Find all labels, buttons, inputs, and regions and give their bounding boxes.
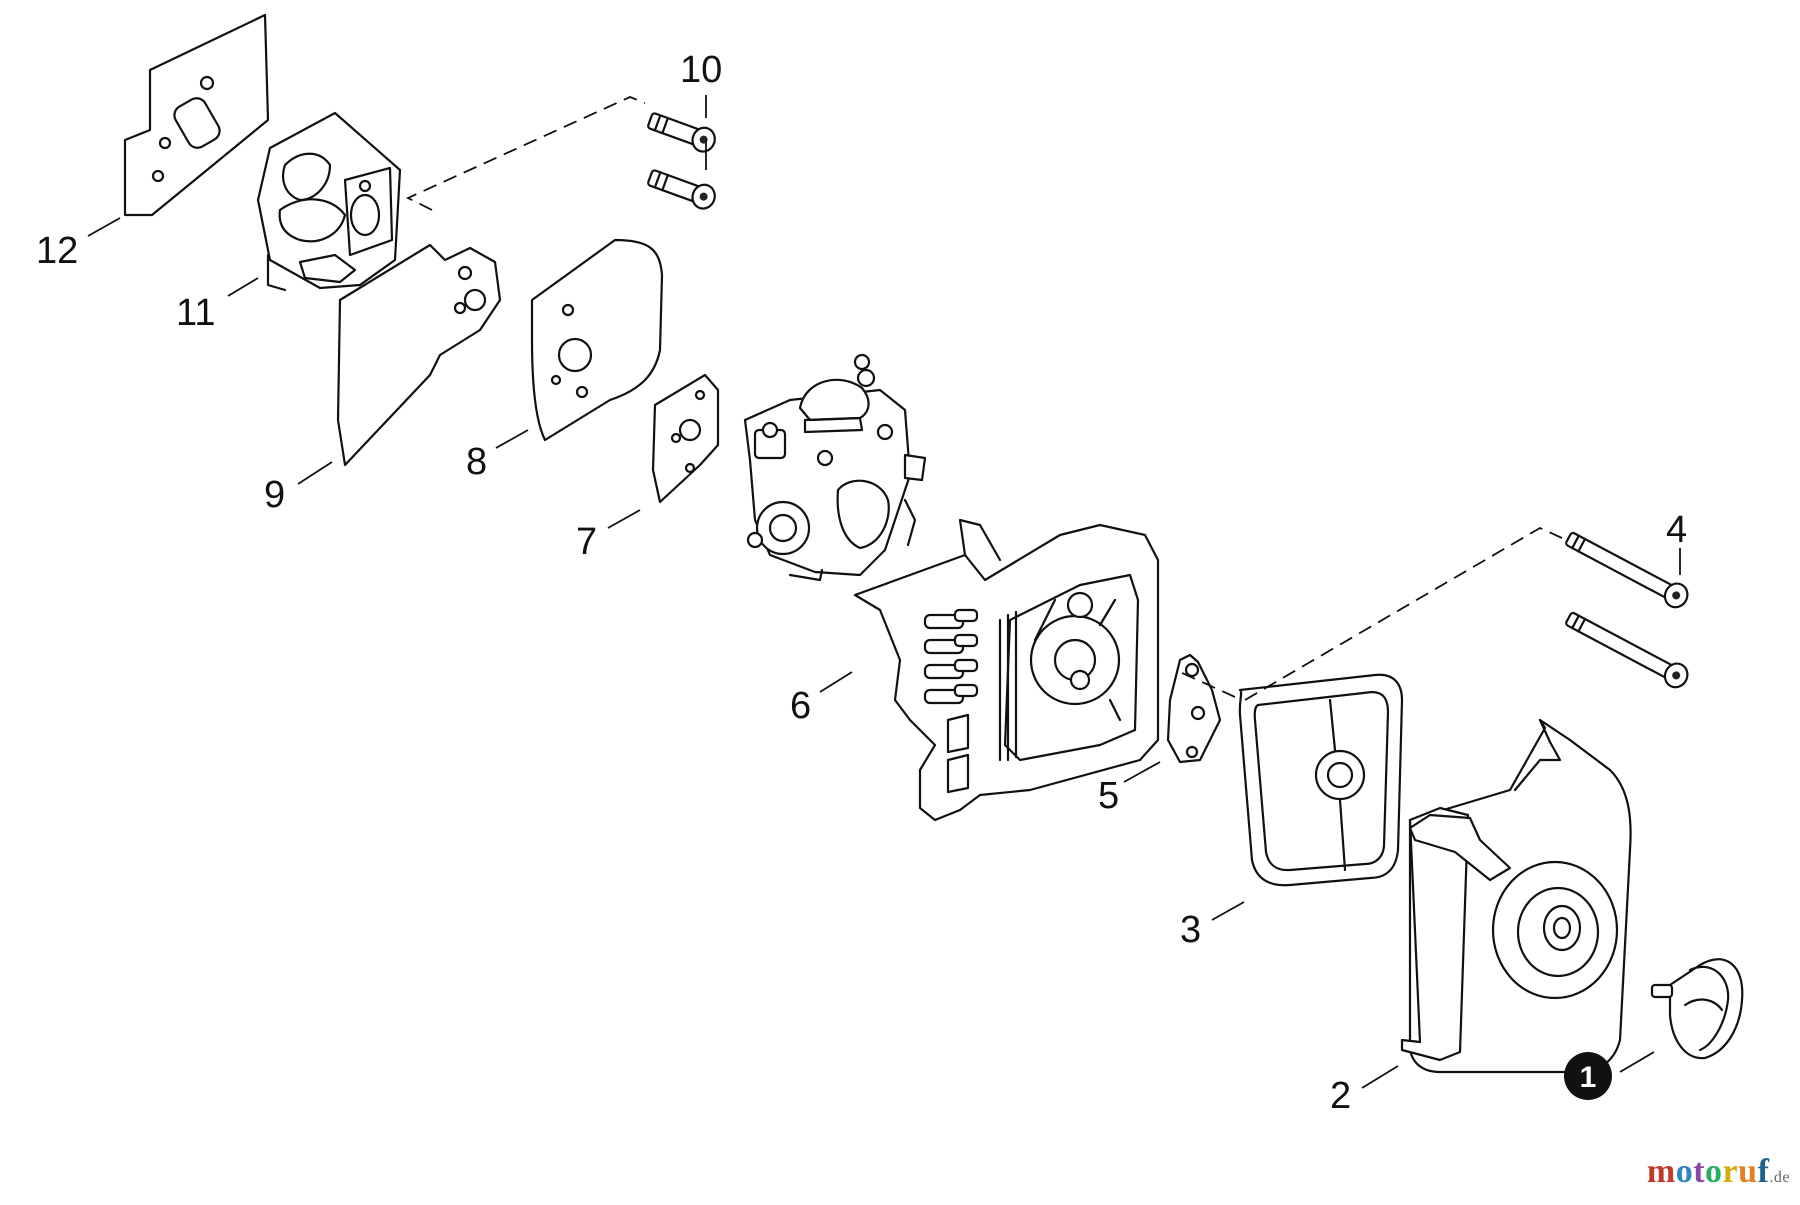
callout-1: 1	[1580, 1061, 1597, 1094]
callout-1-badge: 1	[1564, 1052, 1612, 1100]
part-2-air-cleaner-cover	[1400, 718, 1632, 1074]
part-6-air-cleaner-base	[853, 518, 1160, 822]
logo-letter: m	[1646, 1153, 1676, 1190]
part-9-gasket	[336, 243, 502, 467]
assembly-line-4	[1179, 526, 1563, 701]
callout-8: 8	[466, 441, 487, 483]
part-7-carburetor-gasket	[651, 373, 720, 504]
callout-6: 6	[790, 685, 811, 727]
logo-letter: r	[1722, 1153, 1739, 1190]
part-3-air-filter	[1238, 673, 1404, 887]
part-10-screws	[647, 112, 716, 210]
part-1-knob	[1650, 958, 1744, 1060]
callout-12: 12	[36, 230, 78, 272]
part-8-filter-plate	[530, 238, 664, 442]
callout-7: 7	[576, 521, 597, 563]
logo-letter: u	[1738, 1153, 1758, 1190]
callout-3: 3	[1180, 909, 1201, 951]
callout-4: 4	[1666, 509, 1687, 551]
assembly-line-10	[405, 96, 646, 211]
callout-5: 5	[1098, 775, 1119, 817]
leader-lines	[87, 95, 1681, 1089]
logo-letter: o	[1705, 1153, 1723, 1190]
logo-tld: .de	[1769, 1169, 1790, 1186]
logo-letter: o	[1675, 1153, 1694, 1190]
callout-11: 11	[176, 292, 215, 334]
logo-letter: t	[1693, 1153, 1706, 1190]
callout-9: 9	[264, 474, 285, 516]
part-4-bolts	[1565, 531, 1689, 689]
part-11-intake-insulator	[256, 111, 402, 292]
part-12-gasket	[123, 13, 270, 217]
watermark-logo: motoruf.de	[1647, 1153, 1790, 1191]
carburetor	[743, 353, 927, 582]
part-5-gasket	[1166, 653, 1222, 764]
callout-2: 2	[1330, 1075, 1351, 1117]
logo-letter: f	[1757, 1153, 1770, 1190]
callout-10: 10	[680, 49, 722, 91]
